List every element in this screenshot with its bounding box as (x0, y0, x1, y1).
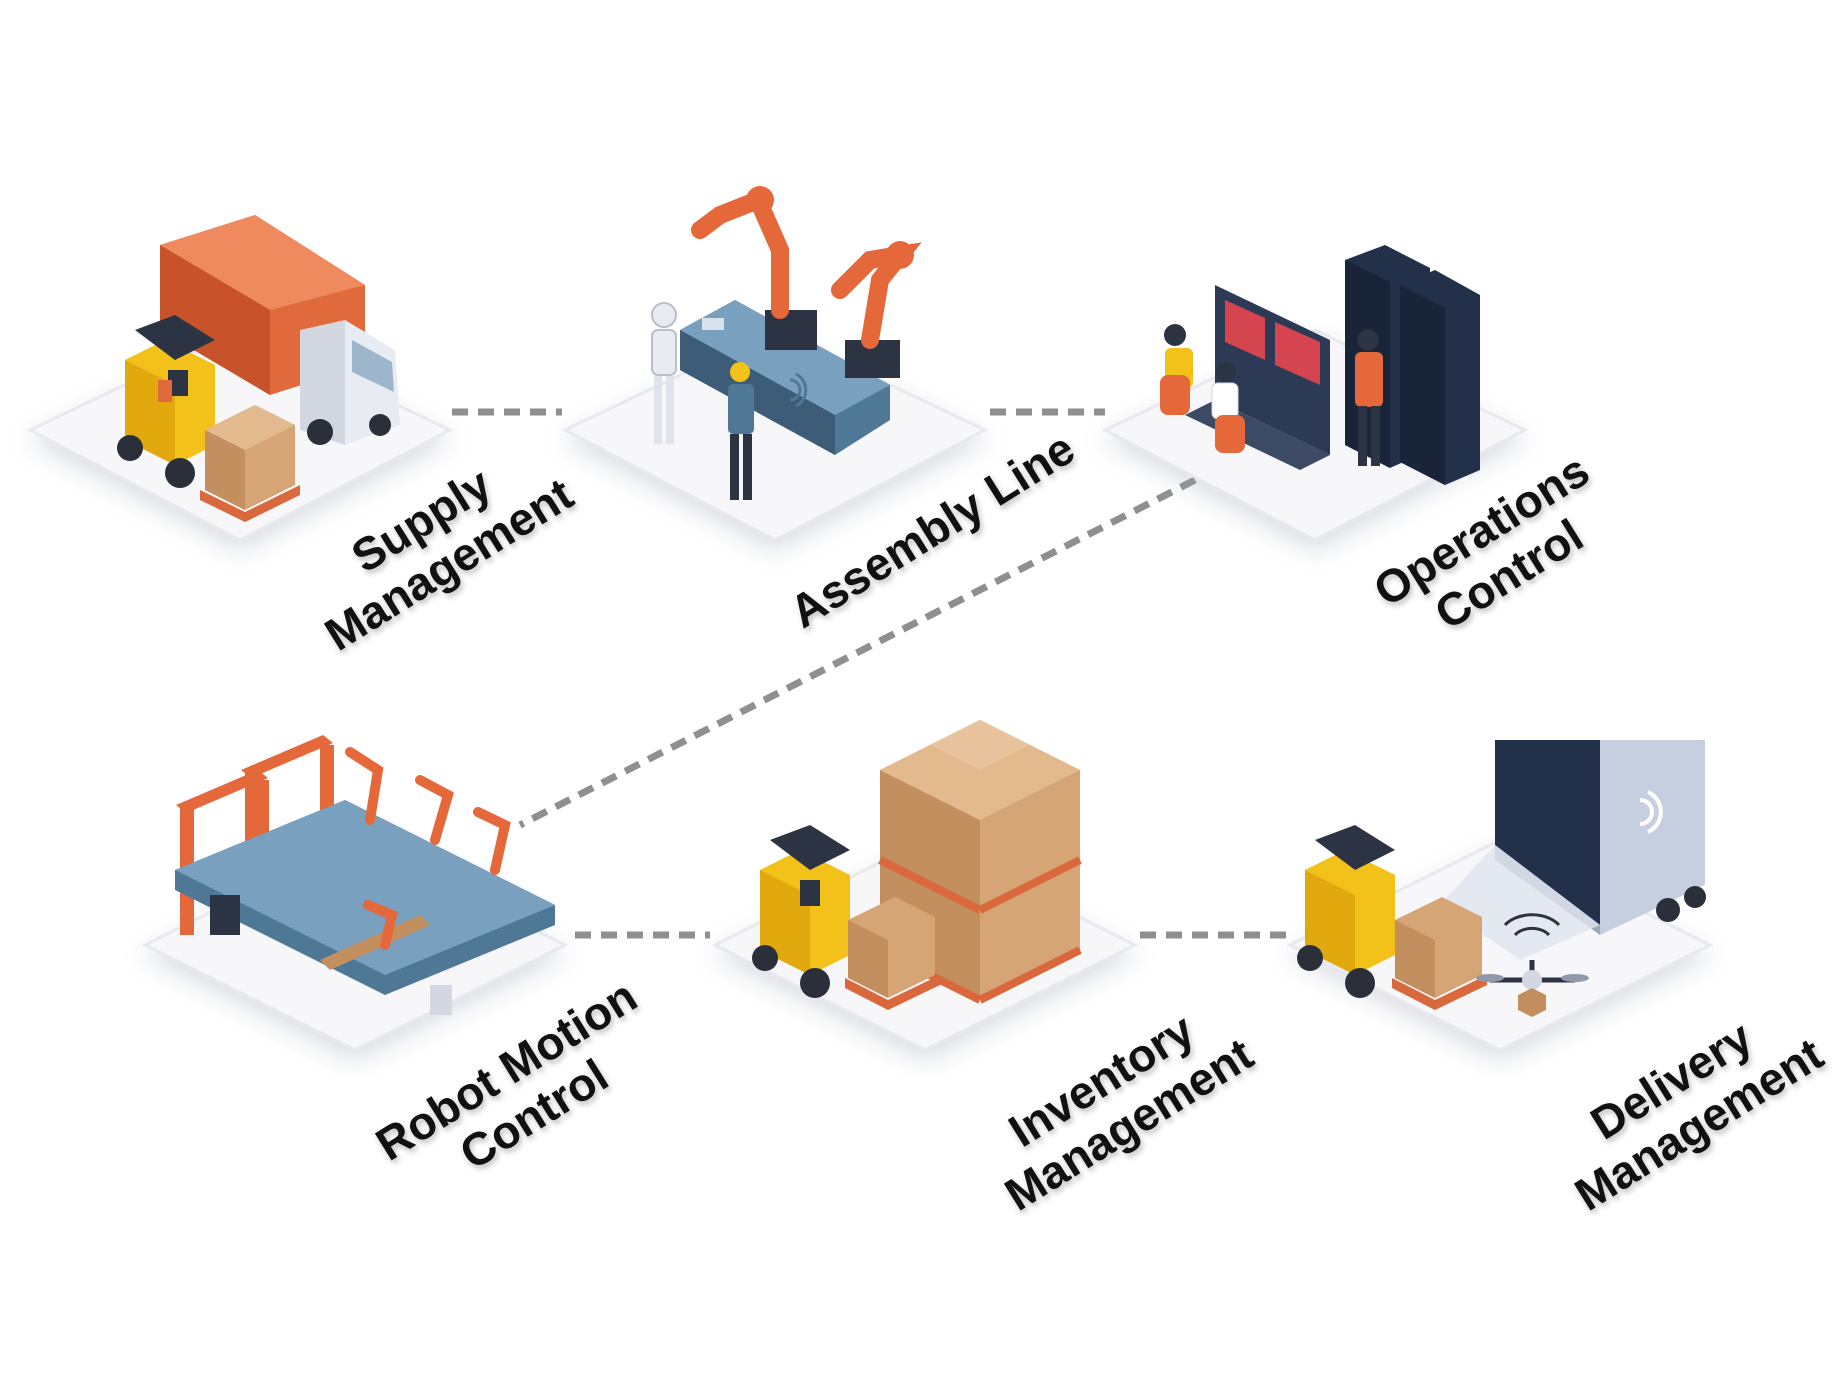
conveyor-icon (680, 300, 890, 455)
station-robot-art (175, 735, 555, 1015)
humanoid-robot-icon (651, 302, 677, 444)
operator-icon (1160, 324, 1383, 466)
control-box-icon (210, 895, 452, 1015)
forklift-icon (752, 825, 850, 998)
drone-icon (1476, 913, 1589, 1017)
pallet-icon (200, 405, 300, 522)
forklift-icon (117, 315, 215, 488)
station-supply-art (117, 215, 400, 522)
connectors (452, 408, 1290, 939)
station-delivery-art (1297, 740, 1706, 1017)
pallet-icon (1392, 897, 1487, 1010)
station-assembly-art (651, 186, 922, 500)
wifi-icon (1639, 790, 1663, 834)
box-stack-icon (878, 720, 1082, 1004)
truck-icon (160, 215, 400, 445)
forklift-icon (1297, 825, 1395, 998)
trailer-icon (1440, 740, 1706, 960)
connector-operations-robot (518, 476, 1197, 829)
wifi-icon (789, 372, 808, 408)
station-inventory-art (752, 720, 1082, 1010)
worker-icon (728, 362, 754, 500)
robot-arm-icon (345, 747, 511, 950)
conveyor-icon (175, 800, 555, 995)
pallet-icon (845, 897, 940, 1010)
station-operations-art (1160, 245, 1480, 485)
robot-arm-icon (691, 186, 922, 378)
